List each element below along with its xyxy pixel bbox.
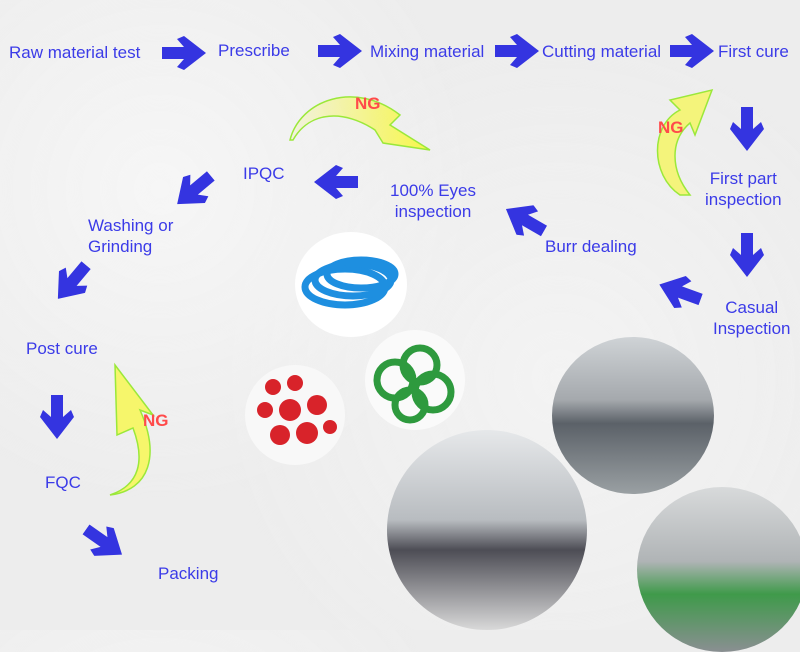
step-burr-dealing: Burr dealing — [545, 237, 637, 256]
blue-o-rings-photo — [295, 232, 407, 337]
step-first-part-inspection: First part inspection — [705, 169, 782, 209]
arrow-up-left-icon — [654, 269, 707, 316]
arrow-left-icon — [314, 165, 358, 199]
step-first-cure: First cure — [718, 42, 789, 61]
ng-label: NG — [143, 411, 169, 430]
factory-floor-photo — [552, 337, 714, 494]
step-mixing-material: Mixing material — [370, 42, 485, 61]
arrow-right-icon — [162, 36, 206, 70]
arrow-down-icon — [730, 107, 764, 151]
step-prescribe: Prescribe — [218, 41, 290, 60]
green-o-rings-photo — [365, 330, 465, 430]
step-post-cure: Post cure — [26, 339, 98, 358]
arrow-down-icon — [40, 395, 74, 439]
ng-return-arrow-icon — [109, 362, 156, 496]
ng-return-arrow-icon — [656, 88, 714, 196]
step-raw-material-test: Raw material test — [9, 43, 141, 62]
step-eyes-inspection: 100% Eyes inspection — [390, 181, 476, 221]
arrow-down-right-icon — [76, 515, 132, 568]
step-fqc: FQC — [45, 473, 81, 492]
arrow-right-icon — [495, 34, 539, 68]
red-rubber-parts-photo — [245, 365, 345, 465]
arrow-down-left-icon — [45, 254, 99, 310]
arrow-down-left-icon — [166, 163, 222, 217]
ng-label: NG — [658, 118, 684, 137]
step-cutting-material: Cutting material — [542, 42, 662, 61]
step-casual-inspection: Casual Inspection — [713, 298, 791, 338]
arrow-right-icon — [318, 34, 362, 68]
ng-label: NG — [355, 94, 381, 113]
step-washing-grinding: Washing or Grinding — [88, 216, 174, 256]
step-ipqc: IPQC — [243, 164, 285, 183]
ng-return-arrow-icon — [289, 96, 431, 151]
arrow-right-icon — [670, 34, 714, 68]
warehouse-photo — [637, 487, 800, 652]
arrow-down-icon — [730, 233, 764, 277]
step-packing: Packing — [158, 564, 219, 583]
meeting-room-photo — [387, 430, 587, 630]
